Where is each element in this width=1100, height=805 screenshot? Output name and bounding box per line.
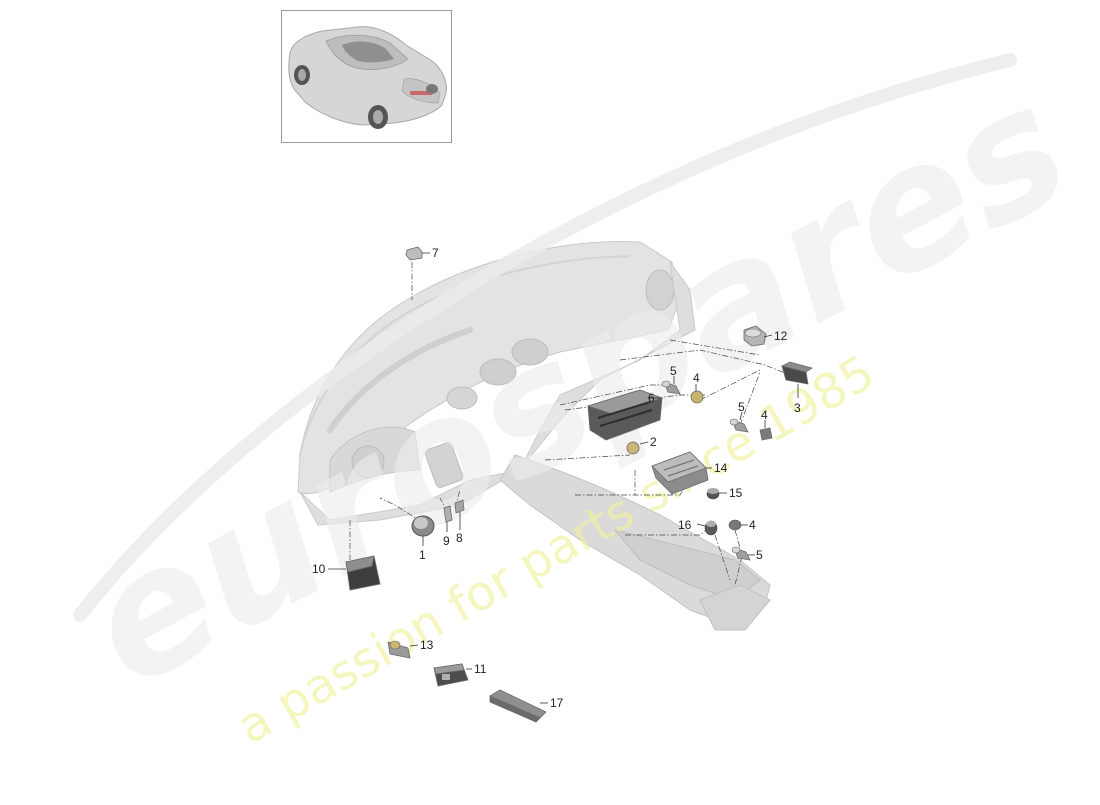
part-5a-plug xyxy=(661,380,681,395)
connection-lines xyxy=(349,262,791,586)
watermark: eurospares a passion for parts since 198… xyxy=(56,47,1098,756)
callout-12: 12 xyxy=(774,329,788,343)
part-4c-bulb xyxy=(728,519,742,531)
callout-4b: 4 xyxy=(761,408,768,422)
callout-labels: 7 12 3 6 5 4 5 4 2 14 15 16 4 5 1 9 8 10… xyxy=(312,246,801,710)
parts xyxy=(345,246,813,723)
part-6-control-panel xyxy=(586,389,664,441)
part-7-clip xyxy=(405,246,423,261)
callout-3: 3 xyxy=(794,401,801,415)
callout-5b: 5 xyxy=(738,400,745,414)
part-14-switch-panel xyxy=(651,451,709,495)
part-12-switch xyxy=(743,325,767,347)
part-16-socket xyxy=(704,520,718,536)
part-11-switch-module xyxy=(433,663,469,687)
callout-11: 11 xyxy=(474,662,487,676)
callout-15: 15 xyxy=(729,486,743,500)
callout-14: 14 xyxy=(714,461,728,475)
callout-10: 10 xyxy=(312,562,326,576)
callout-17: 17 xyxy=(550,696,564,710)
callout-5a: 5 xyxy=(670,364,677,378)
dashboard-assembly xyxy=(297,241,771,631)
callout-6: 6 xyxy=(648,391,655,405)
callout-7: 7 xyxy=(432,246,439,260)
callout-4a: 4 xyxy=(693,371,700,385)
part-13-connector xyxy=(387,640,411,659)
part-9-clip xyxy=(443,505,453,523)
callout-16: 16 xyxy=(678,518,692,532)
part-3-switch-block xyxy=(780,361,813,385)
leader-lines xyxy=(328,252,799,704)
part-4a-bulb xyxy=(690,390,704,404)
vehicle-thumbnail xyxy=(281,10,452,143)
part-5b-plug xyxy=(729,418,749,433)
watermark-brand: eurospares xyxy=(56,47,1098,726)
callout-13: 13 xyxy=(420,638,434,652)
part-17-trim-strip xyxy=(489,689,547,723)
part-5c-plug xyxy=(731,546,751,561)
part-8-clip xyxy=(454,499,465,514)
part-4b-bulb xyxy=(759,427,773,441)
part-15-socket xyxy=(706,488,720,500)
callout-5c: 5 xyxy=(756,548,763,562)
part-2-bulb xyxy=(626,441,640,455)
part-1-rotary-switch xyxy=(411,515,435,537)
car-icon xyxy=(288,26,447,129)
part-10-storage-tray xyxy=(345,555,381,591)
callout-9: 9 xyxy=(443,534,450,548)
callout-1: 1 xyxy=(419,548,426,562)
callout-4c: 4 xyxy=(749,518,756,532)
callout-8: 8 xyxy=(456,531,463,545)
callout-2: 2 xyxy=(650,435,657,449)
